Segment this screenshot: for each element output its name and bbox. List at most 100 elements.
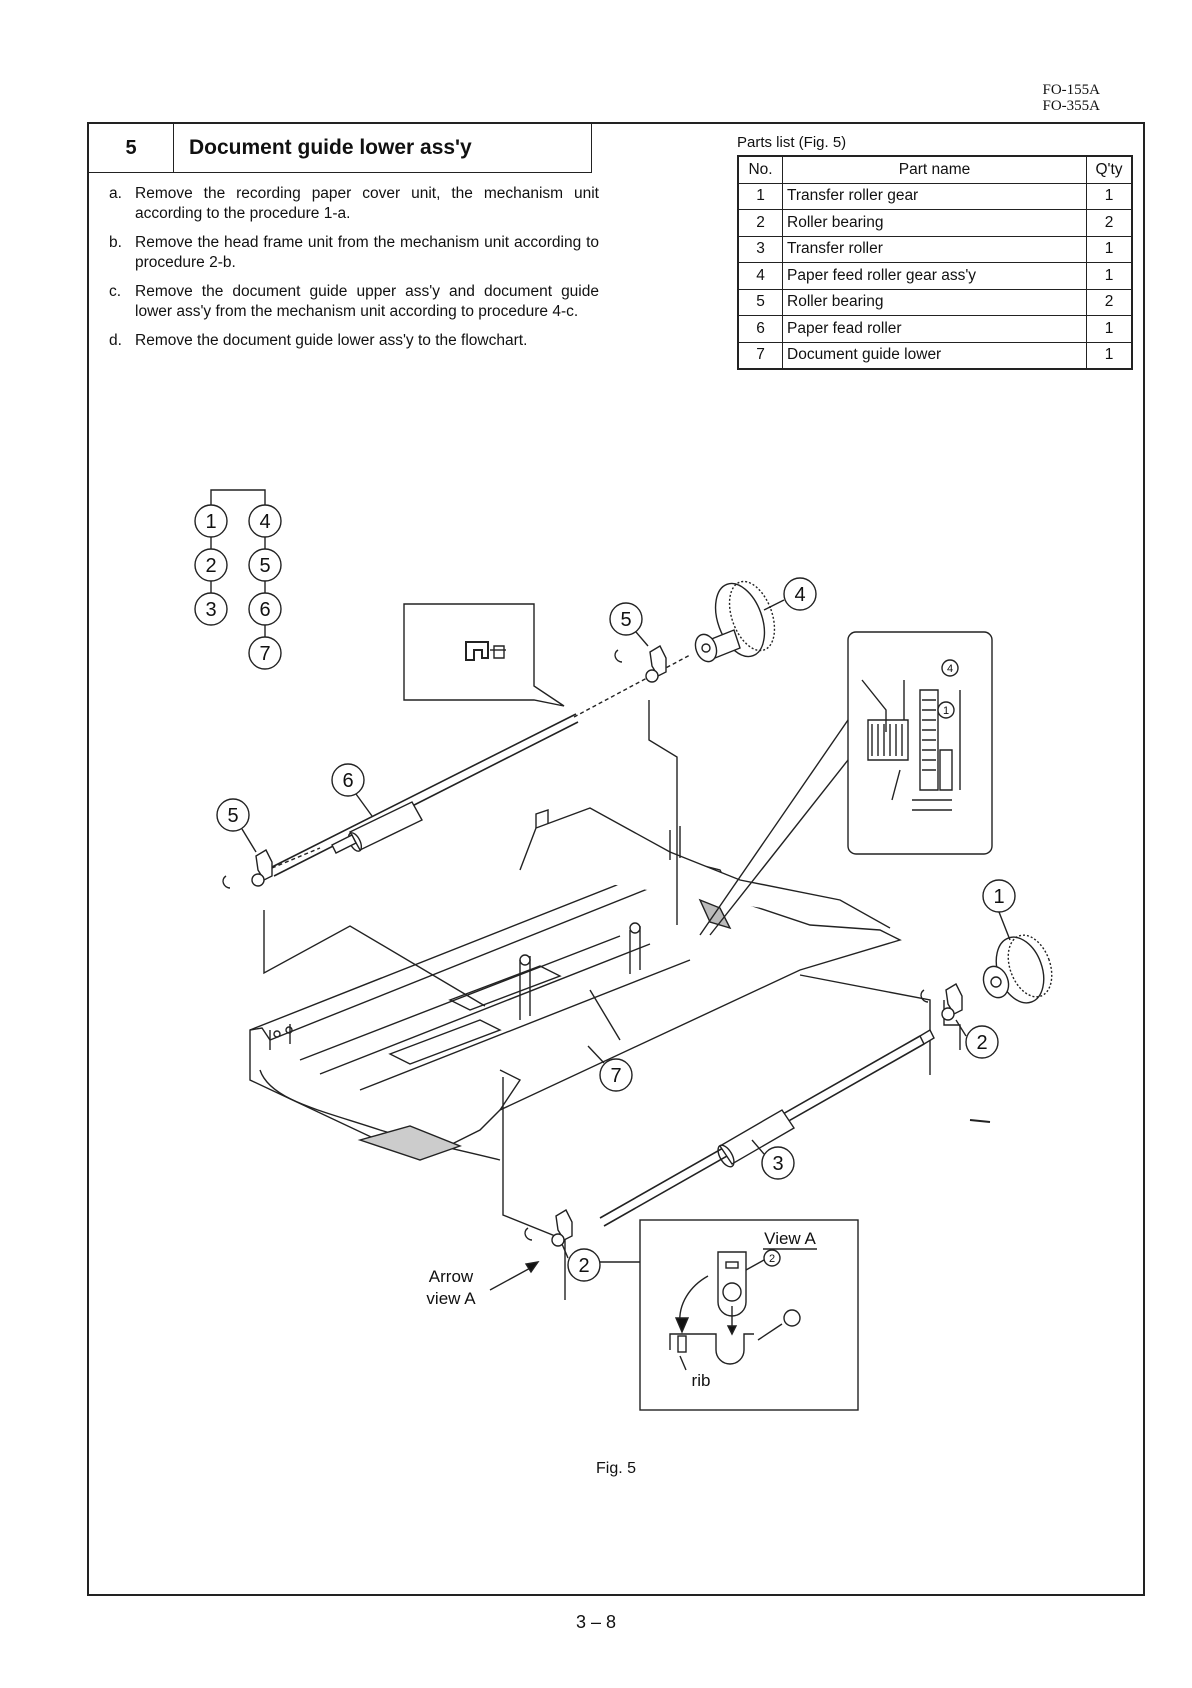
step-label: c. <box>109 283 122 300</box>
cell-qty: 1 <box>1086 341 1133 370</box>
callout-4: 4 <box>763 577 817 611</box>
model-number: FO-155A FO-355A <box>1042 82 1100 114</box>
model-line-1: FO-155A <box>1042 82 1100 98</box>
svg-text:4: 4 <box>794 584 805 606</box>
svg-text:4: 4 <box>259 511 270 533</box>
flow-step-7: 7 <box>248 636 282 670</box>
flow-step-2: 2 <box>194 548 228 582</box>
callout-6: 6 <box>331 763 373 817</box>
svg-text:6: 6 <box>259 599 270 621</box>
shaft-end-inset <box>403 603 565 707</box>
svg-text:5: 5 <box>259 555 270 577</box>
cell-part-name: Document guide lower <box>782 341 1087 370</box>
step-label: d. <box>109 332 122 349</box>
svg-text:1: 1 <box>205 511 216 533</box>
section-title: Document guide lower ass'y <box>189 136 472 159</box>
svg-text:6: 6 <box>342 770 353 792</box>
model-line-2: FO-355A <box>1042 98 1100 114</box>
cell-qty: 1 <box>1086 235 1133 263</box>
step-item: b. Remove the head frame unit from the me… <box>109 233 599 273</box>
cell-part-name: Paper feed roller gear ass'y <box>782 262 1087 290</box>
svg-text:1: 1 <box>993 886 1004 908</box>
cell-no: 6 <box>737 315 783 343</box>
svg-text:5: 5 <box>620 609 631 631</box>
cell-part-name: Roller bearing <box>782 209 1087 237</box>
svg-text:3: 3 <box>772 1153 783 1175</box>
cell-no: 7 <box>737 341 783 370</box>
step-label: a. <box>109 185 122 202</box>
step-item: d. Remove the document guide lower ass'y … <box>109 331 599 351</box>
svg-text:3: 3 <box>205 599 216 621</box>
flow-step-3: 3 <box>194 592 228 626</box>
flow-step-5: 5 <box>248 548 282 582</box>
cell-no: 2 <box>737 209 783 237</box>
page-frame: 5 Document guide lower ass'y a. Remove th… <box>87 122 1145 1596</box>
inset-callout-4: 4 <box>941 659 959 677</box>
cell-qty: 2 <box>1086 288 1133 316</box>
gear-detail-inset: 4 1 <box>699 631 993 936</box>
step-text: Remove the document guide upper ass'y an… <box>135 283 599 320</box>
cell-no: 3 <box>737 235 783 263</box>
step-label: b. <box>109 234 122 251</box>
flow-step-1: 1 <box>194 504 228 538</box>
header-no: No. <box>737 155 783 184</box>
cell-qty: 2 <box>1086 209 1133 237</box>
procedure-steps: a. Remove the recording paper cover unit,… <box>109 184 599 360</box>
svg-text:2: 2 <box>205 555 216 577</box>
callout-3: 3 <box>751 1139 795 1180</box>
svg-text:5: 5 <box>227 805 238 827</box>
document-guide-lower <box>249 807 902 1161</box>
disassembly-flowchart: 1 2 3 4 5 6 7 <box>194 489 282 670</box>
table-header-row: No. Part name Q'ty <box>737 155 1133 184</box>
callout-1: 1 <box>982 879 1016 941</box>
step-text: Remove the head frame unit from the mech… <box>135 234 599 271</box>
callout-5-top: 5 <box>609 602 649 647</box>
figure-caption: Fig. 5 <box>595 1460 636 1477</box>
svg-text:7: 7 <box>259 643 270 665</box>
step-item: c. Remove the document guide upper ass'y … <box>109 282 599 322</box>
page-number: 3 – 8 <box>575 1612 617 1632</box>
section-number: 5 <box>89 124 174 172</box>
view-a-callout-2: 2 <box>763 1249 781 1267</box>
cell-qty: 1 <box>1086 182 1133 210</box>
part-callouts: 1 2 2 3 4 5 5 6 7 <box>216 577 1016 1282</box>
inset-callout-1: 1 <box>937 701 955 719</box>
callout-2-bottom: 2 <box>561 1243 601 1282</box>
cell-part-name: Transfer roller gear <box>782 182 1087 210</box>
svg-text:7: 7 <box>610 1065 621 1087</box>
svg-text:4: 4 <box>947 663 953 675</box>
cell-part-name: Roller bearing <box>782 288 1087 316</box>
callout-5-left: 5 <box>216 798 257 853</box>
arrow-view-line-2: view A <box>426 1289 476 1308</box>
rib-label: rib <box>692 1371 711 1390</box>
flow-step-6: 6 <box>248 592 282 626</box>
svg-text:2: 2 <box>769 1253 775 1265</box>
svg-text:1: 1 <box>943 705 949 717</box>
step-text: Remove the document guide lower ass'y to… <box>135 332 528 349</box>
parts-list-caption: Parts list (Fig. 5) <box>737 134 847 151</box>
svg-text:2: 2 <box>578 1255 589 1277</box>
header-qty: Q'ty <box>1086 155 1133 184</box>
paper-feed-roller-assembly <box>222 580 776 889</box>
callout-2-right: 2 <box>955 1019 999 1059</box>
header-part-name: Part name <box>782 155 1087 184</box>
cell-qty: 1 <box>1086 315 1133 343</box>
transfer-roller-assembly <box>524 934 1053 1247</box>
step-item: a. Remove the recording paper cover unit,… <box>109 184 599 224</box>
svg-text:2: 2 <box>976 1032 987 1054</box>
step-text: Remove the recording paper cover unit, t… <box>135 185 599 222</box>
view-a-label: View A <box>764 1229 816 1248</box>
section-title-box: 5 Document guide lower ass'y <box>89 124 592 173</box>
arrow-view-a: Arrow view A <box>426 1261 640 1308</box>
callout-7: 7 <box>587 1045 633 1092</box>
view-a-inset: View A 2 rib <box>639 1219 859 1411</box>
flow-step-4: 4 <box>248 504 282 538</box>
arrow-view-line-1: Arrow <box>429 1267 474 1286</box>
